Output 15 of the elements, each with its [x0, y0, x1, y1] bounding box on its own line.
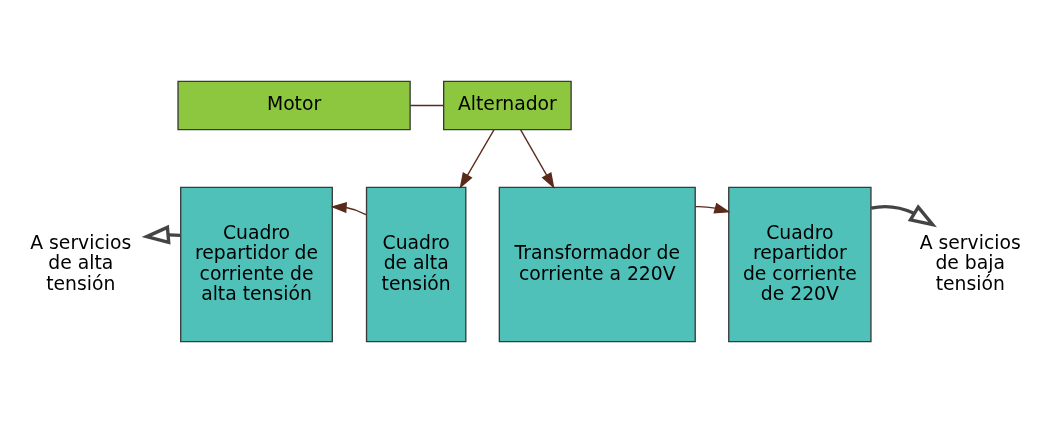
node-box: Cuadro repartidor de corriente de 220V — [728, 186, 872, 343]
node-box: Transformador de corriente a 220V — [498, 186, 696, 343]
arrow — [330, 201, 367, 216]
node-box: Cuadro de alta tensión — [365, 186, 467, 343]
node-box: Cuadro repartidor de corriente de alta tensión — [180, 186, 333, 343]
node-text: A servicios de alta tensión — [30, 232, 132, 294]
node-box: Motor — [177, 80, 411, 131]
connector — [409, 104, 444, 107]
arrow — [459, 129, 495, 189]
arrow — [141, 224, 181, 245]
node-text: A servicios de baja tensión — [919, 232, 1021, 294]
arrow — [694, 202, 731, 214]
arrow — [870, 204, 937, 228]
arrow — [520, 129, 555, 189]
node-box: Alternador — [443, 80, 572, 131]
